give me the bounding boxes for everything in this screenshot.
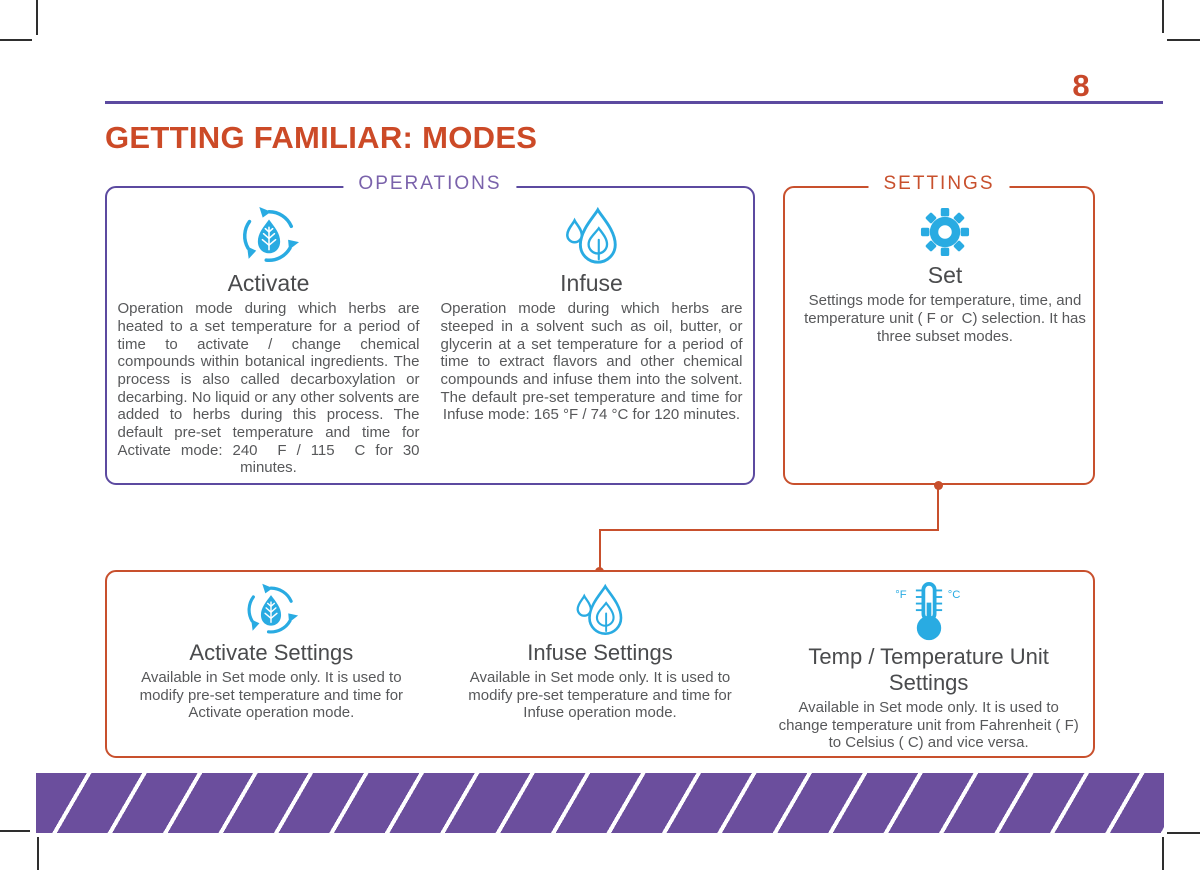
operations-box-label: OPERATIONS <box>343 173 517 195</box>
connector-line-v1 <box>937 485 939 530</box>
footer-stripe-band <box>36 773 1164 833</box>
mode-description: Settings mode for temperature, time, and… <box>804 292 1086 345</box>
mode-name: Set <box>927 262 963 288</box>
page-number: 8 <box>1072 68 1090 103</box>
crop-mark-top-right-v <box>1162 0 1164 33</box>
mode-name: Activate <box>227 270 310 296</box>
mode-infuse: Infuse Operation mode during which herbs… <box>430 188 753 483</box>
mode-activate: Activate Operation mode during which her… <box>107 188 430 483</box>
operations-box: OPERATIONS <box>105 173 755 485</box>
mode-infuse-settings: Infuse Settings Available in Set mode on… <box>436 572 765 756</box>
droplet-leaf-icon <box>572 582 628 638</box>
crop-mark-bottom-right-h <box>1167 832 1200 834</box>
header-rule <box>105 101 1163 104</box>
thermometer-f-label: °F <box>895 589 906 601</box>
mode-set: Set Settings mode for temperature, time,… <box>785 188 1105 483</box>
settings-box-label: SETTINGS <box>868 173 1010 195</box>
mode-name: Temp / Temperature Unit Settings <box>808 644 1049 695</box>
thermometer-icon: °F °C <box>887 582 971 642</box>
thermometer-c-label: °C <box>947 589 960 601</box>
leaf-cycle-icon <box>238 205 300 267</box>
mode-description: Available in Set mode only. It is used t… <box>468 668 732 722</box>
droplet-leaf-icon <box>561 205 623 267</box>
mode-description: Operation mode during which herbs are he… <box>117 300 420 477</box>
gear-icon <box>918 205 972 259</box>
leaf-cycle-icon <box>243 582 299 638</box>
connector-line-h <box>599 529 939 531</box>
crop-mark-bottom-right-v <box>1162 837 1164 870</box>
settings-box: SETTINGS <box>783 173 1095 485</box>
connector-line-v2 <box>599 529 601 572</box>
crop-mark-bottom-left-h <box>0 830 30 832</box>
crop-mark-top-left-v <box>36 0 38 35</box>
mode-activate-settings: Activate Settings Available in Set mode … <box>107 572 436 756</box>
mode-description: Operation mode during which herbs are st… <box>440 300 743 424</box>
subset-modes-box: Activate Settings Available in Set mode … <box>105 570 1095 758</box>
mode-name: Infuse Settings <box>527 640 673 665</box>
mode-name: Infuse <box>560 270 623 296</box>
mode-description: Available in Set mode only. It is used t… <box>139 668 404 722</box>
mode-name: Activate Settings <box>189 640 354 665</box>
crop-mark-top-left-h <box>0 39 32 41</box>
crop-mark-top-right-h <box>1167 39 1200 41</box>
mode-temp-unit-settings: °F °C Temp / Temperature Unit Setti <box>764 572 1093 756</box>
mode-description: Available in Set mode only. It is used t… <box>778 698 1079 752</box>
page-title: GETTING FAMILIAR: MODES <box>105 120 538 155</box>
crop-mark-bottom-left-v <box>37 837 39 870</box>
